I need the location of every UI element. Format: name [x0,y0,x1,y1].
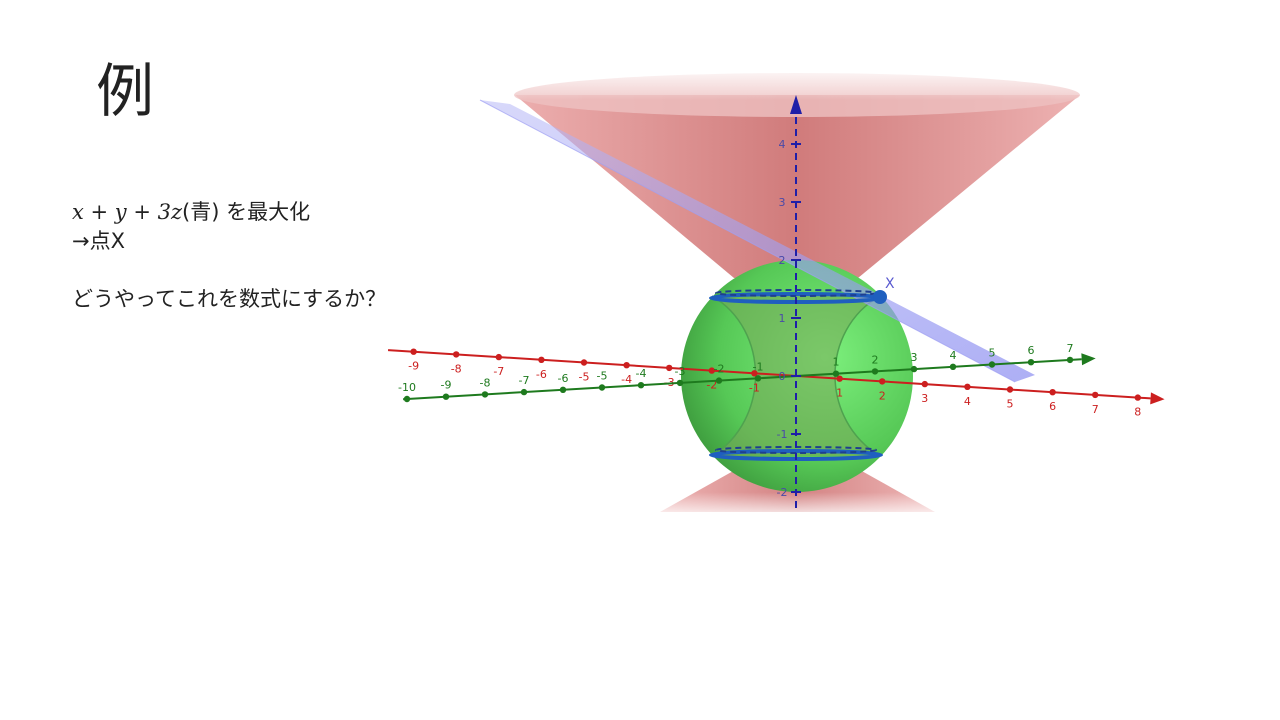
y-axis-tick-marker [949,363,957,370]
x-axis-tick-label: -9 [408,360,419,373]
y-axis-tick-label: 2 [872,353,879,366]
y-axis-tick-marker [598,384,606,391]
y-axis-tick-label: 1 [833,356,840,369]
x-axis-tick-label: -2 [706,379,717,392]
x-axis-tick-marker [666,364,673,372]
x-axis-tick-label: -5 [579,371,590,384]
y-axis-tick-label: -8 [480,376,491,389]
point-x-line: →点X [72,229,125,253]
y-axis-tick-label: -3 [675,365,686,378]
y-axis-tick-label: 4 [950,349,957,362]
x-axis-tick-label: -8 [451,362,462,375]
y-axis-tick-label: -5 [597,370,608,383]
slide-title: 例 [96,57,155,125]
z-axis-arrowhead [790,95,802,114]
x-axis-tick-label: -6 [536,368,547,381]
y-axis-tick-label: 3 [911,351,918,364]
y-axis-tick-marker [988,361,996,368]
x-axis-tick-marker [751,370,758,377]
x-axis-tick-label: 2 [879,389,886,402]
objective-expression: x + y + 3z [72,200,183,224]
y-axis-tick-marker [1027,359,1035,366]
y-axis-tick-marker [520,388,528,396]
x-axis-tick-label: -3 [664,376,675,389]
y-axis-tick-marker [481,391,489,398]
x-axis-arrowhead [1150,392,1165,405]
y-axis-tick-label: -10 [398,381,416,394]
x-axis-tick-marker [538,356,545,363]
y-axis-tick-marker [1066,356,1074,364]
z-axis-tick-label: -1 [777,428,788,441]
x-axis-line [387,349,1151,400]
x-axis-tick-marker [1092,391,1099,399]
x-axis-tick-marker [836,375,843,382]
x-axis-tick-label: 7 [1092,403,1099,416]
y-axis-tick-marker [403,395,411,403]
question-line: どうやってこれを数式にするか？ [72,287,387,311]
objective-line: x + y + 3z(青) を最大化 [72,198,386,227]
y-axis-line [403,358,1082,401]
x-axis-tick-label: -1 [749,381,760,394]
x-axis-tick-marker [1134,394,1142,401]
y-axis-tick-marker [637,382,645,389]
y-axis-arrowhead [1081,353,1096,366]
z-axis-tick-label: -2 [777,486,788,499]
y-axis-tick-label: 7 [1067,342,1074,355]
z-axis-tick-label: 2 [779,254,786,267]
objective-plane [480,100,1035,382]
z-axis-tick-label: 1 [779,312,786,325]
x-axis-tick-marker [879,378,886,385]
y-axis-tick-marker [559,386,567,393]
x-axis-tick-marker [623,362,630,369]
y-axis-tick-marker [832,370,840,377]
y-axis-tick-label: -1 [753,360,764,373]
x-axis-tick-marker [964,383,971,390]
x-axis-tick-marker [1049,389,1056,396]
y-axis-tick-label: 6 [1028,344,1035,357]
x-axis-tick-marker [453,351,460,358]
z-axis-tick-label: 4 [779,138,786,151]
point-x-label: X [885,276,895,292]
y-axis-tick-marker [754,375,762,382]
z-axis: -2 -1 0 1 2 3 4 [777,95,802,508]
x-axis-tick-label: 8 [1134,406,1141,419]
y-axis-tick-label: -7 [519,374,530,387]
y-axis-tick-marker [442,393,450,400]
x-axis-tick-label: 1 [836,387,843,400]
x-axis-tick-label: -7 [493,365,504,378]
x-axis-tick-label: 5 [1007,398,1014,411]
x-axis-tick-marker [495,353,502,361]
z-axis-tick-label: 0 [779,370,786,383]
slide-body: x + y + 3z(青) を最大化 →点X どうやってこれを数式にするか？ [72,198,386,314]
y-axis-tick-label: 5 [989,347,996,360]
x-axis-tick-marker [708,367,715,374]
point-x-marker [873,290,887,304]
y-axis-tick-marker [910,365,918,373]
x-axis-tick-marker [1006,386,1014,393]
x-axis-tick-label: 3 [921,392,928,405]
x-axis-tick-label: 4 [964,395,971,408]
objective-description: (青) を最大化 [182,200,311,224]
x-axis-tick-label: -4 [621,373,632,386]
x-axis-tick-marker [921,380,928,388]
y-axis-tick-marker [715,377,723,384]
y-axis-tick-label: -9 [441,379,452,392]
y-axis-tick-label: -2 [714,363,725,376]
x-axis-tick-label: 6 [1049,400,1056,413]
upper-cone [505,70,1095,278]
z-axis-tick-label: 3 [779,196,786,209]
y-axis-tick-label: -6 [558,372,569,385]
x-axis-tick-marker [580,359,588,366]
y-axis-tick-marker [871,368,879,375]
y-axis-tick-label: -4 [636,367,647,380]
x-axis-tick-marker [410,348,417,355]
y-axis-tick-marker [676,379,684,387]
